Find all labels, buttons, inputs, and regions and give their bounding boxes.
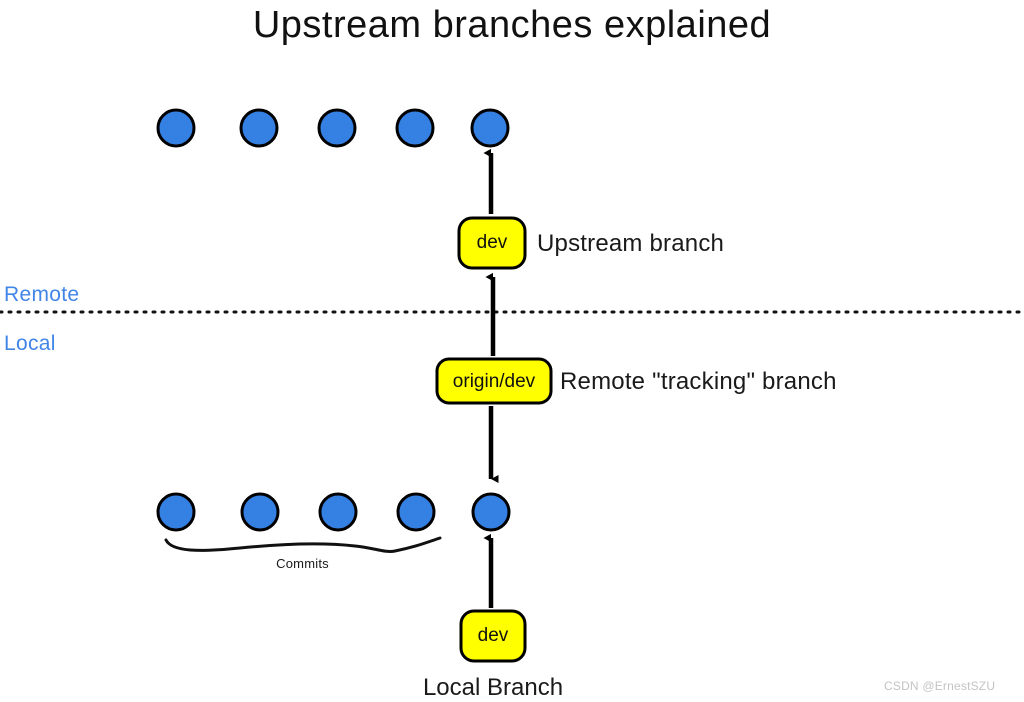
remote-commit-node	[239, 108, 279, 148]
tracking-branch-label: origin/dev	[452, 371, 536, 392]
local-commit-row	[156, 492, 511, 532]
callout-upstream-branch: Upstream branch	[537, 230, 725, 257]
remote-commit-node	[317, 108, 357, 148]
upstream-branch-label: dev	[476, 232, 508, 253]
remote-commit-row	[156, 108, 510, 148]
local-commit-node	[240, 492, 280, 532]
remote-commit-node	[156, 108, 196, 148]
local-commit-node	[318, 492, 358, 532]
watermark: CSDN @ErnestSZU	[884, 679, 996, 693]
section-label-local: Local	[4, 332, 56, 355]
section-label-remote: Remote	[4, 283, 80, 306]
tracking-branch-node	[435, 357, 553, 405]
remote-commit-node	[395, 108, 435, 148]
page-title: Upstream branches explained	[252, 4, 772, 46]
local-commit-node	[156, 492, 196, 532]
local-commit-node	[471, 492, 511, 532]
local-branch-node-label: dev	[477, 625, 509, 646]
remote-commit-node	[470, 108, 510, 148]
local-commit-node	[396, 492, 436, 532]
local-branch-node	[459, 609, 527, 663]
callout-tracking-branch: Remote "tracking" branch	[560, 368, 837, 395]
callout-commits: Commits	[276, 556, 329, 571]
upstream-branch-node	[457, 216, 527, 270]
callout-local-branch: Local Branch	[422, 674, 564, 701]
commits-brace	[164, 536, 442, 553]
